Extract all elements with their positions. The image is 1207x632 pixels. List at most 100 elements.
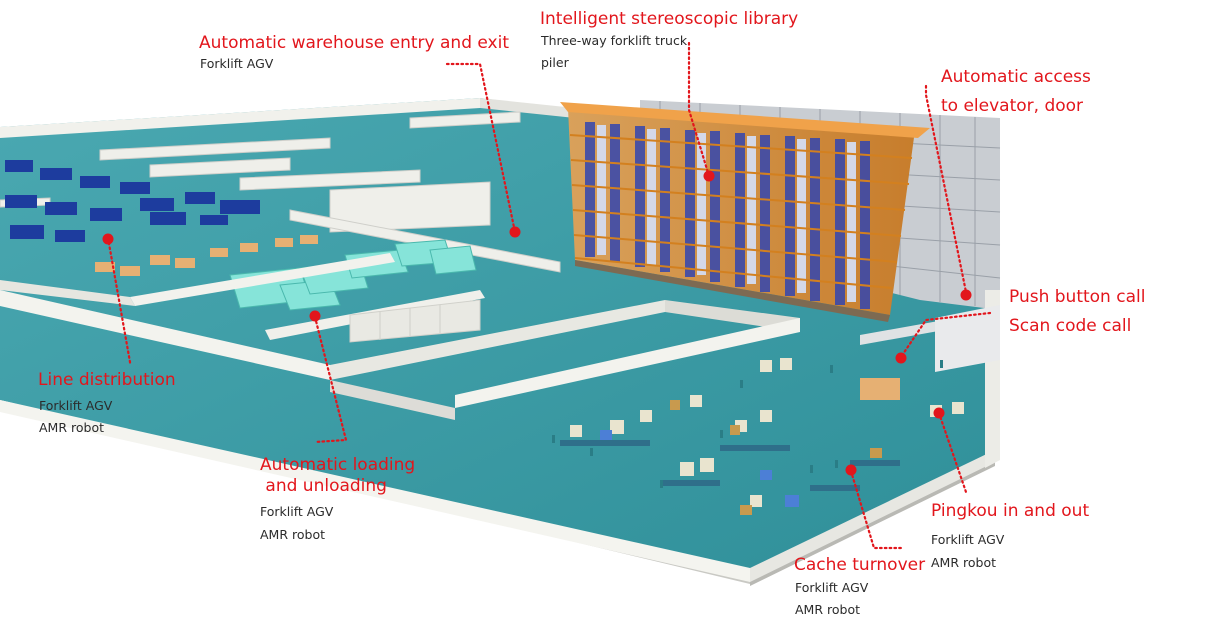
blue-machines-shape	[5, 160, 33, 172]
workers-shape	[552, 435, 555, 443]
scene-shape	[573, 234, 898, 263]
scene-shape	[685, 130, 695, 277]
scene-shape	[570, 425, 582, 437]
scene-shape	[810, 138, 820, 301]
scene-shape	[760, 410, 772, 422]
scene-shape	[760, 360, 772, 372]
scene-shape	[597, 125, 606, 255]
workers-shape	[835, 460, 838, 468]
callout-pingkou-line-2: AMR robot	[931, 555, 996, 570]
workers-shape	[830, 365, 833, 373]
callout-scan-code-call: Scan code call	[1009, 316, 1132, 336]
scene-shape	[785, 495, 799, 507]
scene-shape	[210, 248, 228, 257]
callout-warehouse-entry-line-1: Forklift AGV	[200, 56, 274, 71]
blue-machines-shape	[220, 200, 260, 214]
callout-cache-turnover-title: Cache turnover	[794, 555, 926, 575]
callout-push-button-call: Push button call	[1009, 287, 1146, 307]
scene-shape	[850, 460, 900, 466]
callout-pingkou-line-1: Forklift AGV	[931, 532, 1005, 547]
blue-machines-shape	[185, 192, 215, 204]
partition-walls-shape	[289, 209, 561, 273]
scene-shape	[610, 124, 620, 262]
scene-shape	[240, 243, 258, 252]
scene-shape	[780, 358, 792, 370]
callout-elevator-door-title-2: to elevator, door	[941, 96, 1084, 116]
callout-loading-title-2: and unloading	[260, 476, 387, 496]
scene-shape	[697, 133, 706, 275]
scene-shape	[571, 184, 906, 211]
scene-shape	[847, 142, 856, 302]
blue-machines-shape	[45, 202, 77, 215]
scene-shape	[797, 139, 806, 293]
scene-shape	[569, 134, 913, 159]
scene-shape	[660, 128, 670, 272]
leader-lines-shape	[937, 411, 968, 494]
scene-shape	[570, 159, 910, 185]
scene-shape	[635, 126, 645, 267]
callout-dots	[102, 170, 972, 476]
front-walls-shape	[349, 299, 481, 343]
leader-lines-shape	[924, 84, 968, 294]
scene-shape	[760, 135, 770, 292]
workers	[552, 360, 943, 488]
scene-shape	[785, 136, 795, 296]
scene-shape	[95, 262, 115, 272]
leader-lines-shape	[849, 469, 903, 550]
scene-shape	[952, 402, 964, 414]
callout-cache-turnover-line-2: AMR robot	[795, 602, 860, 617]
scene-shape	[640, 410, 652, 422]
scene-shape	[660, 480, 720, 486]
leader-lines-shape	[313, 315, 348, 444]
workers-shape	[720, 430, 723, 438]
scene-shape	[120, 266, 140, 276]
scene-shape	[810, 485, 860, 491]
front-walls-shape	[0, 400, 750, 582]
callout-dots-shape	[895, 352, 907, 364]
callout-dots-shape	[933, 407, 945, 419]
scene-shape	[300, 235, 318, 244]
blue-machines-shape	[5, 195, 37, 208]
leader-lines-shape	[899, 311, 992, 359]
leader-lines-shape	[106, 236, 132, 366]
pallets	[95, 235, 964, 515]
partition-walls-shape	[239, 169, 421, 191]
callout-elevator-door-title-1: Automatic access	[941, 67, 1091, 87]
scene-shape	[700, 458, 714, 472]
workers-shape	[940, 360, 943, 368]
blue-machines-shape	[200, 215, 228, 225]
scene-shape	[760, 470, 772, 480]
workers-shape	[740, 380, 743, 388]
callout-loading-title-1: Automatic loading	[260, 455, 416, 475]
front-walls-shape	[665, 300, 800, 332]
scene-shape	[870, 448, 882, 458]
scene-shape	[150, 255, 170, 265]
callout-warehouse-entry-title: Automatic warehouse entry and exit	[199, 33, 510, 53]
front-walls-shape	[0, 280, 135, 306]
callout-pingkou-title: Pingkou in and out	[931, 501, 1090, 521]
scene-shape	[750, 495, 762, 507]
front-walls	[0, 253, 1000, 582]
callout-cache-turnover-line-1: Forklift AGV	[795, 580, 869, 595]
scene-shape	[720, 445, 790, 451]
scene-shape	[275, 238, 293, 247]
scene-shape	[680, 462, 694, 476]
blue-machines-shape	[10, 225, 44, 239]
scene-shape	[647, 129, 656, 265]
workers-shape	[810, 465, 813, 473]
front-walls-shape	[330, 380, 455, 420]
callout-stereo-library-title: Intelligent stereoscopic library	[540, 9, 799, 29]
front-walls-shape	[750, 450, 995, 582]
blue-machines-shape	[150, 212, 186, 225]
scene-shape	[860, 378, 900, 400]
stereo-rack-shape	[575, 260, 890, 322]
front-walls-shape	[330, 300, 665, 380]
blue-machines-shape	[90, 208, 122, 221]
workers-shape	[660, 480, 663, 488]
blue-machines-shape	[55, 230, 85, 242]
callout-dots-shape	[960, 289, 972, 301]
leader-lines-shape	[445, 62, 517, 234]
stereo-rack-shape	[560, 102, 930, 138]
front-walls-shape	[935, 305, 1000, 372]
